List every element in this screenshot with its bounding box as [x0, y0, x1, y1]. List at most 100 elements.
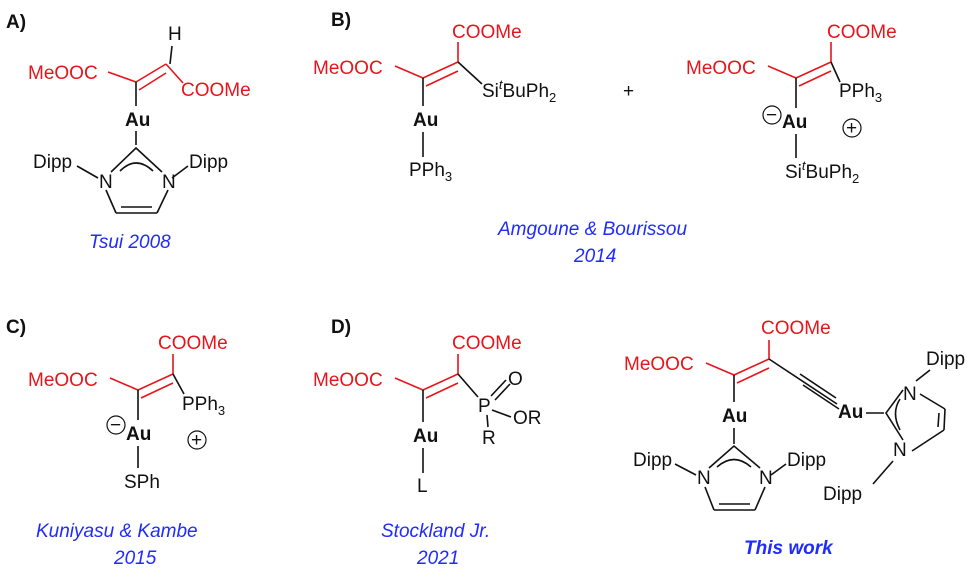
plus-charge-icon	[187, 430, 207, 450]
panel-e-ester-top: COOMe	[761, 318, 831, 339]
bond	[156, 189, 169, 214]
panel-c-label: C)	[6, 317, 26, 338]
bond	[885, 389, 904, 441]
bond	[119, 162, 154, 172]
panel-c-phosphonium: PPh3	[182, 394, 225, 418]
panel-b-caption-line2: 2014	[573, 246, 616, 267]
bond	[943, 408, 946, 431]
bond	[494, 383, 511, 401]
panel-e-n4: N	[893, 440, 907, 461]
panel-c: C) COOMe MeOOC PPh3 − + Au SPh Kuniyasu …	[6, 317, 228, 569]
panel-c-minus: −	[110, 415, 121, 436]
bond	[107, 71, 137, 83]
panel-b-s2-phosphonium: PPh3	[839, 81, 882, 105]
bond	[172, 373, 185, 395]
panel-b-s2-plus: +	[846, 118, 857, 139]
panel-b-label: B)	[331, 10, 351, 31]
panel-b-caption-line1: Amgoune & Bourissou	[497, 219, 687, 240]
bond	[140, 382, 174, 399]
panel-d-caption-line2: 2021	[416, 548, 459, 569]
bond	[716, 458, 752, 468]
panel-a-gold: Au	[125, 110, 150, 131]
panel-c-ligand: SPh	[124, 472, 160, 493]
panel-a-hydrogen: H	[168, 24, 182, 45]
panel-b-s2-minus: −	[766, 105, 777, 126]
panel-a-label: A)	[6, 12, 26, 33]
alkyne-bond	[768, 358, 838, 405]
panel-c-caption-line1: Kuniyasu & Kambe	[36, 521, 198, 542]
panel-c-caption-line2: 2015	[113, 548, 157, 569]
panel-d-ester-left: MeOOC	[313, 370, 383, 391]
minus-charge-icon	[762, 105, 782, 125]
bond	[705, 362, 735, 376]
bond	[486, 414, 489, 428]
bond	[754, 486, 766, 511]
bond	[171, 165, 189, 179]
bond	[674, 463, 697, 476]
panel-d-label: D)	[331, 317, 351, 338]
panel-c-ester-left: MeOOC	[28, 370, 98, 391]
panel-b-s1-gold: Au	[413, 110, 438, 131]
bond	[894, 398, 901, 431]
panel-e-n2: N	[759, 468, 773, 489]
panel-this-work: COOMe MeOOC Au Au N N Dipp Dipp N N	[624, 318, 965, 559]
minus-charge-icon	[106, 415, 126, 435]
panel-b-s1-ester-left: MeOOC	[313, 58, 383, 79]
panel-d-ligand: L	[417, 476, 428, 497]
bond	[704, 486, 715, 511]
bond	[165, 63, 184, 84]
bond	[708, 444, 761, 469]
bond	[798, 70, 832, 87]
panel-c-plus: +	[191, 430, 202, 451]
panel-a-dipp-right: Dipp	[189, 152, 228, 173]
panel-b-s1-ester-top: COOMe	[452, 22, 522, 43]
bond	[394, 65, 424, 79]
bond	[490, 379, 507, 397]
panel-d-caption-line1: Stockland Jr.	[381, 521, 490, 542]
panel-b-s2-gold: Au	[782, 112, 807, 133]
bond	[911, 429, 945, 452]
bond	[425, 382, 459, 399]
bond	[110, 146, 163, 173]
bond	[491, 409, 512, 418]
panel-a-n-right: N	[162, 172, 176, 193]
bond	[422, 373, 459, 391]
panel-d-phosphorus: P	[478, 396, 491, 417]
bond	[733, 358, 770, 376]
bond	[135, 63, 167, 83]
bond	[394, 377, 424, 391]
panel-e-gold-right: Au	[838, 402, 863, 423]
bond	[138, 72, 167, 91]
bond	[770, 463, 787, 476]
panel-b-s1-ligand: PPh3	[409, 160, 452, 184]
panel-d-ester-top: COOMe	[452, 333, 522, 354]
panel-d-gold: Au	[413, 426, 438, 447]
panel-b-s2-ester-left: MeOOC	[686, 58, 756, 79]
bond	[919, 393, 946, 410]
bond	[457, 61, 483, 85]
bond	[137, 373, 174, 391]
bond	[795, 61, 832, 79]
panel-b-s2-silyl: SitBuPh2	[785, 158, 859, 186]
panel-e-n3: N	[903, 384, 917, 405]
panel-b-plus-sign: +	[623, 81, 634, 102]
panel-b: B) COOMe MeOOC SitBuPh2 Au PPh3 + COOMe …	[313, 10, 897, 267]
bond	[736, 367, 770, 384]
panel-d-oxo: O	[508, 369, 523, 390]
panel-e-n1: N	[697, 468, 711, 489]
bond	[830, 61, 841, 83]
panel-e-dipp2: Dipp	[787, 450, 826, 471]
panel-a-n-left: N	[99, 172, 113, 193]
panel-a-ester-right: COOMe	[181, 80, 251, 101]
alkyne-bond	[802, 384, 840, 410]
panel-d-or: OR	[513, 408, 542, 429]
panel-b-s2-ester-top: COOMe	[827, 22, 897, 43]
bond	[422, 61, 459, 79]
bond	[76, 165, 99, 179]
panel-e-dipp3: Dipp	[926, 349, 965, 370]
panel-a: A) MeOOC H COOMe Au N N Dipp Dipp Tsui 2…	[6, 12, 251, 253]
panel-c-ester-top: COOMe	[158, 333, 228, 354]
panel-e-caption: This work	[744, 538, 834, 559]
bond	[937, 412, 940, 428]
